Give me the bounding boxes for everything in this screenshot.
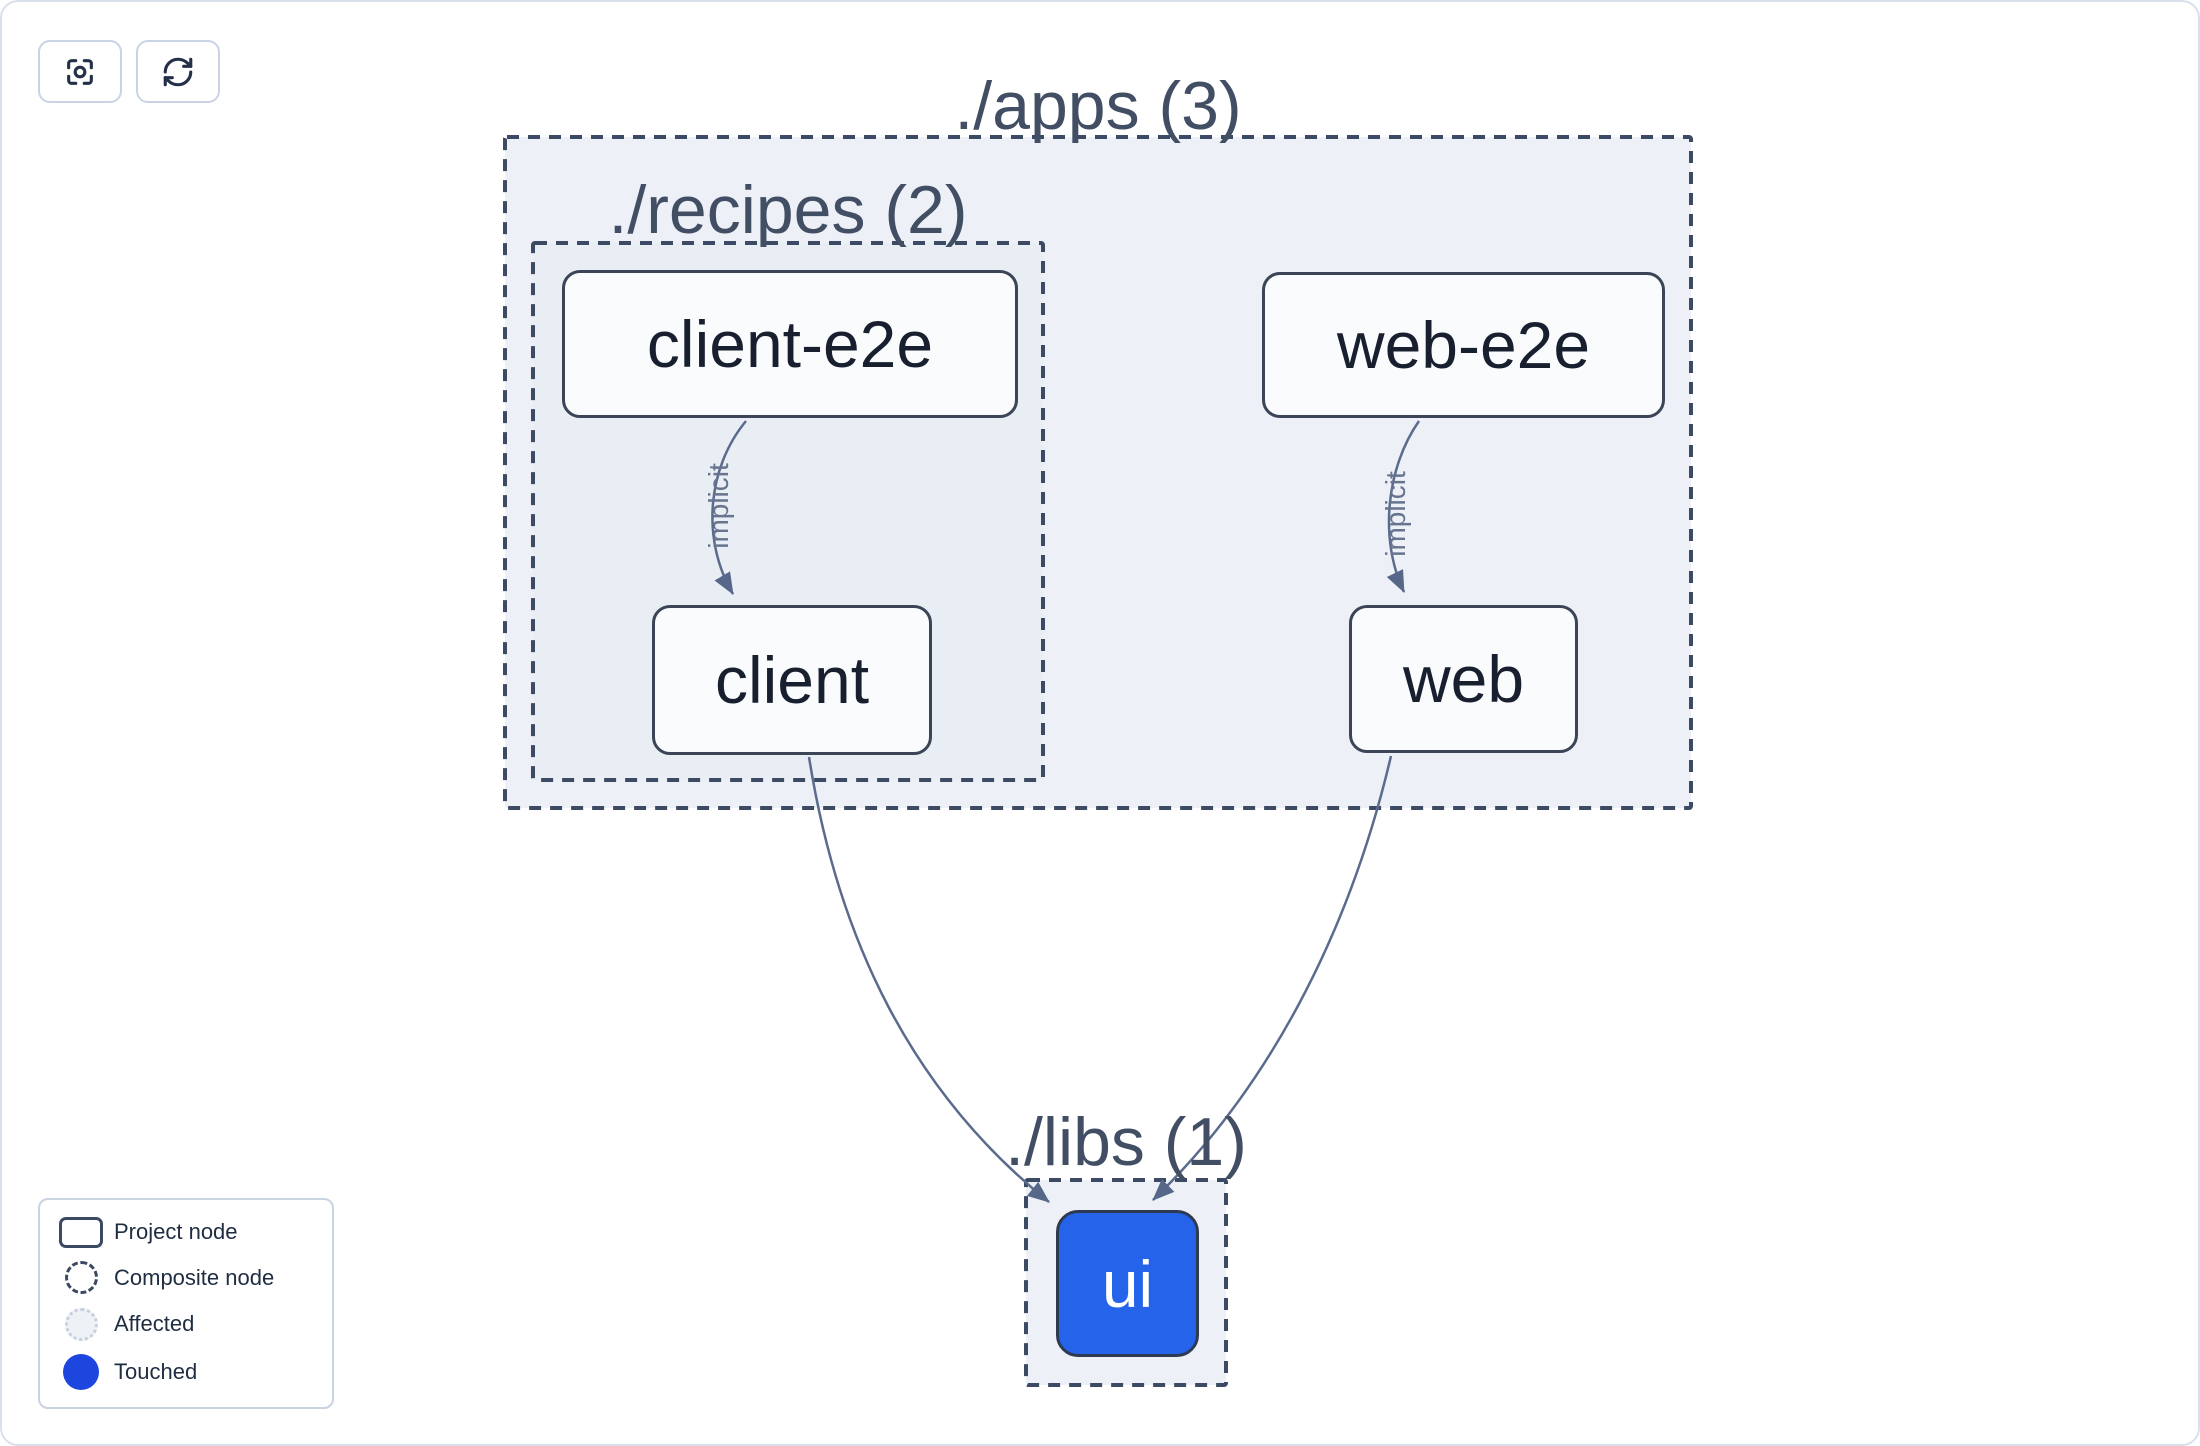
- node-client-e2e-label: client-e2e: [646, 307, 934, 381]
- edge-label-implicit-client: implicit: [703, 463, 734, 549]
- edge-web-to-ui[interactable]: [1152, 755, 1393, 1201]
- node-ui-label: ui: [1101, 1246, 1154, 1321]
- refresh-icon: [163, 57, 193, 86]
- legend-row-composite-node: Composite node: [48, 1261, 324, 1295]
- node-ui[interactable]: ui: [1056, 1210, 1199, 1357]
- legend-label: Project node: [114, 1219, 238, 1245]
- legend-label: Touched: [114, 1359, 198, 1385]
- legend-label: Composite node: [114, 1264, 275, 1290]
- node-client-e2e[interactable]: client-e2e: [562, 270, 1018, 418]
- node-web-label: web: [1402, 642, 1525, 716]
- edge-client-e2e-to-client[interactable]: [711, 420, 747, 595]
- node-web-e2e[interactable]: web-e2e: [1262, 272, 1665, 418]
- legend: Project node Composite node Affected Tou…: [38, 1198, 334, 1409]
- node-web-e2e-label: web-e2e: [1336, 308, 1591, 382]
- touched-swatch-icon: [48, 1354, 114, 1391]
- project-node-swatch-icon: [48, 1216, 114, 1248]
- refresh-button[interactable]: [136, 40, 220, 103]
- node-web[interactable]: web: [1349, 605, 1578, 753]
- node-client-label: client: [714, 643, 870, 717]
- edge-web-e2e-to-web[interactable]: [1386, 420, 1421, 593]
- crosshair-focus-icon: [67, 58, 93, 85]
- node-client[interactable]: client: [652, 605, 932, 755]
- composite-node-swatch-icon: [48, 1261, 114, 1295]
- container-label-recipes: ./recipes (2): [608, 172, 968, 248]
- legend-row-affected: Affected: [48, 1307, 324, 1341]
- legend-row-touched: Touched: [48, 1354, 324, 1391]
- edge-label-implicit-web: implicit: [1380, 471, 1411, 557]
- container-label-libs: ./libs (1): [1005, 1104, 1247, 1180]
- legend-row-project-node: Project node: [48, 1216, 324, 1248]
- container-label-apps: ./apps (3): [954, 68, 1242, 144]
- affected-swatch-icon: [48, 1307, 114, 1341]
- focus-button[interactable]: [38, 40, 122, 103]
- legend-label: Affected: [114, 1311, 195, 1337]
- edge-client-to-ui[interactable]: [807, 756, 1050, 1203]
